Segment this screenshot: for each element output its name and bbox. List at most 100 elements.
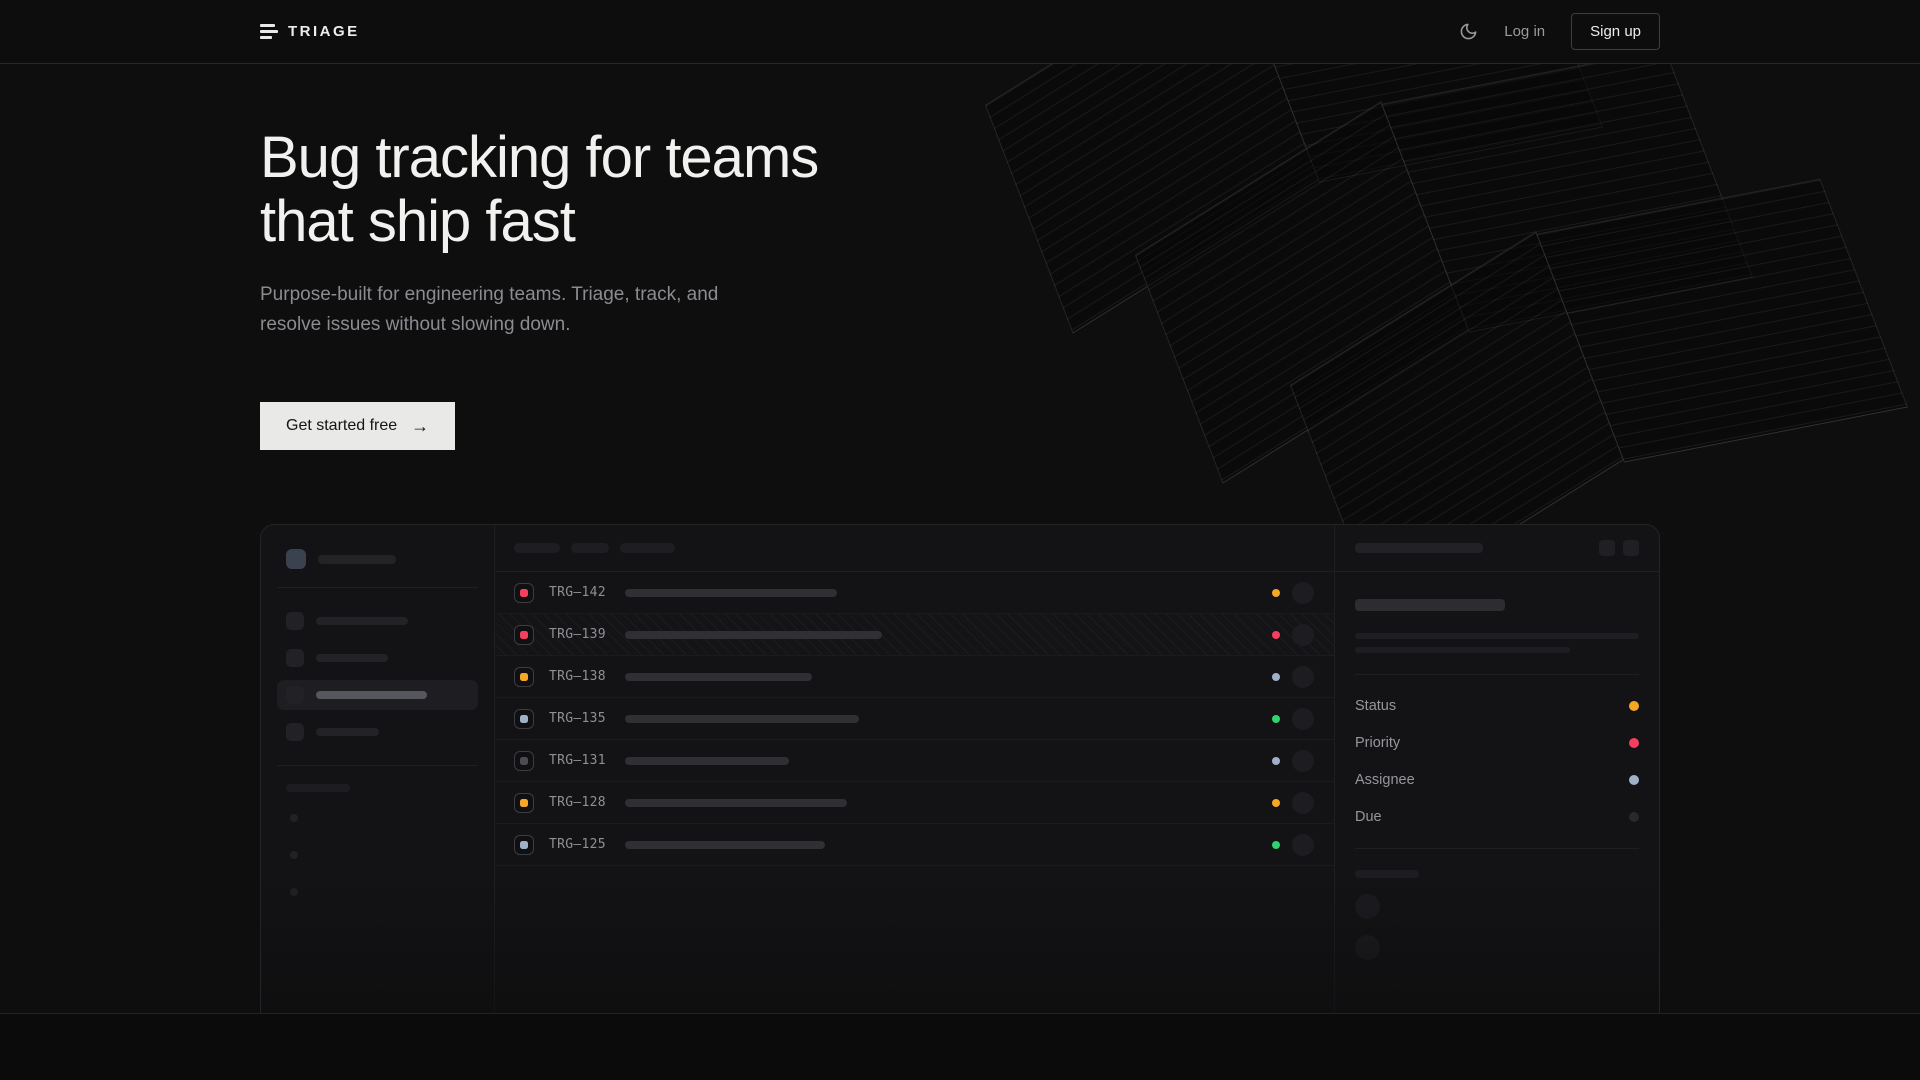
moon-icon xyxy=(1460,23,1477,40)
property-value-dot xyxy=(1629,701,1639,711)
issue-row[interactable]: TRG–139 xyxy=(495,614,1334,656)
workspace-switcher[interactable] xyxy=(277,549,478,569)
theme-toggle-button[interactable] xyxy=(1459,22,1478,41)
issue-type-icon xyxy=(514,708,534,729)
issue-row[interactable]: TRG–142 xyxy=(495,572,1334,614)
issue-id: TRG–131 xyxy=(549,753,606,768)
detail-header-skeleton xyxy=(1355,543,1483,553)
top-nav: TRIAGE Log in Sign up xyxy=(0,0,1920,64)
mockup-sidebar xyxy=(261,525,495,1013)
issue-id: TRG–142 xyxy=(549,585,606,600)
property-value-dot xyxy=(1629,775,1639,785)
brand-name: TRIAGE xyxy=(288,23,360,40)
detail-title-skeleton xyxy=(1355,599,1505,611)
nav-actions: Log in Sign up xyxy=(1459,13,1660,50)
assignee-avatar xyxy=(1292,623,1314,646)
issue-id: TRG–138 xyxy=(549,669,606,684)
issue-row[interactable]: TRG–131 xyxy=(495,740,1334,782)
sidebar-item-icon xyxy=(286,686,304,704)
issue-title-skeleton xyxy=(625,756,789,765)
sidebar-item-icon xyxy=(286,612,304,630)
sidebar-dot xyxy=(290,851,298,859)
issue-title-skeleton xyxy=(625,840,825,849)
assignee-avatar xyxy=(1292,833,1314,856)
divider xyxy=(1355,848,1639,849)
issue-row[interactable]: TRG–125 xyxy=(495,824,1334,866)
detail-action-button[interactable] xyxy=(1623,540,1639,556)
issue-list-header xyxy=(495,525,1334,572)
property-row[interactable]: Assignee xyxy=(1355,770,1639,790)
property-row[interactable]: Due xyxy=(1355,807,1639,827)
login-link[interactable]: Log in xyxy=(1504,23,1546,40)
assignee-avatar xyxy=(1292,791,1314,814)
property-label: Priority xyxy=(1355,735,1401,751)
issue-title-skeleton xyxy=(625,588,837,597)
property-row[interactable]: Status xyxy=(1355,696,1639,716)
list-filter-pill[interactable] xyxy=(571,543,609,553)
assignee-avatar xyxy=(1292,581,1314,604)
property-row[interactable]: Priority xyxy=(1355,733,1639,753)
sidebar-item[interactable] xyxy=(277,643,478,673)
issue-status-dot xyxy=(1272,798,1280,807)
issue-title-skeleton xyxy=(625,630,882,639)
detail-text-skeleton xyxy=(1355,633,1639,639)
sidebar-item-icon xyxy=(286,649,304,667)
detail-avatar-circle xyxy=(1355,894,1380,919)
assignee-avatar xyxy=(1292,749,1314,772)
detail-avatar-circle xyxy=(1355,935,1380,960)
issue-status-dot xyxy=(1272,756,1280,765)
property-label: Due xyxy=(1355,809,1382,825)
issue-type-icon xyxy=(514,750,534,771)
property-label: Assignee xyxy=(1355,772,1415,788)
signup-button[interactable]: Sign up xyxy=(1571,13,1660,50)
sidebar-dot xyxy=(290,814,298,822)
issue-title-skeleton xyxy=(625,798,847,807)
property-label: Status xyxy=(1355,698,1397,714)
get-started-button[interactable]: Get started free → xyxy=(260,402,456,451)
brand-logo[interactable]: TRIAGE xyxy=(260,23,360,40)
workspace-name-skeleton xyxy=(318,554,396,564)
sidebar-item[interactable] xyxy=(277,606,478,636)
issue-type-icon xyxy=(514,792,534,813)
issue-type-icon xyxy=(514,624,534,645)
issue-type-icon xyxy=(514,666,534,687)
detail-action-button[interactable] xyxy=(1599,540,1615,556)
detail-header xyxy=(1335,525,1659,572)
assignee-avatar xyxy=(1292,665,1314,688)
list-filter-pill[interactable] xyxy=(514,543,560,553)
issue-row[interactable]: TRG–138 xyxy=(495,656,1334,698)
issue-status-dot xyxy=(1272,630,1280,639)
issue-row[interactable]: TRG–128 xyxy=(495,782,1334,824)
issue-status-dot xyxy=(1272,672,1280,681)
workspace-avatar xyxy=(286,549,306,569)
list-filter-pill[interactable] xyxy=(620,543,675,553)
property-value-dot xyxy=(1629,738,1639,748)
sidebar-item[interactable] xyxy=(277,717,478,747)
sidebar-item-label-skeleton xyxy=(316,728,379,736)
divider xyxy=(277,587,478,588)
sidebar-item-label-skeleton xyxy=(316,691,427,699)
issue-type-icon xyxy=(514,582,534,603)
issue-type-icon xyxy=(514,834,534,855)
issue-status-dot xyxy=(1272,840,1280,849)
divider xyxy=(277,765,478,766)
detail-avatar-list xyxy=(1355,894,1639,960)
issue-row[interactable]: TRG–135 xyxy=(495,698,1334,740)
divider xyxy=(1355,674,1639,675)
issue-id: TRG–128 xyxy=(549,795,606,810)
sidebar-dot-list xyxy=(277,814,478,896)
sidebar-section-skeleton xyxy=(286,784,350,792)
arrow-right-icon: → xyxy=(411,416,430,437)
issue-id: TRG–139 xyxy=(549,627,606,642)
property-value-dot xyxy=(1629,812,1639,822)
sidebar-item-icon xyxy=(286,723,304,741)
sidebar-item[interactable] xyxy=(277,680,478,710)
